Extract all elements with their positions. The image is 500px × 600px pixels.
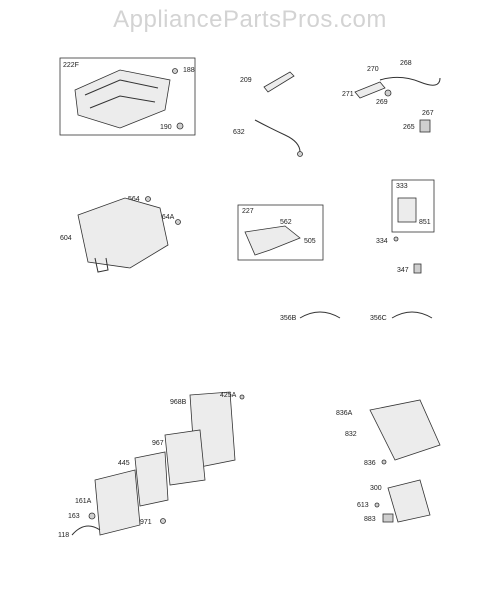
wire-632: [254, 119, 301, 153]
spring-209: [263, 71, 295, 93]
part-group-604: 564 564A 604: [60, 196, 181, 273]
callout-label-836[interactable]: 836: [364, 460, 376, 467]
callout-label-425A[interactable]: 425A: [220, 392, 237, 399]
callout-label-267[interactable]: 267: [422, 110, 434, 117]
gasket-967: [164, 429, 206, 486]
callout-box-222F: [59, 57, 196, 136]
part-group-300: 300 613 883: [357, 479, 431, 523]
callout-box-333: [391, 179, 435, 233]
part-group-356: 356B 356C: [280, 311, 433, 322]
bolt-188-icon: [172, 68, 178, 74]
callout-label-836A[interactable]: 836A: [336, 410, 353, 417]
callout-label-564[interactable]: 564: [128, 196, 140, 203]
callout-label-564A[interactable]: 564A: [158, 214, 175, 221]
shroud-604: [77, 197, 169, 269]
callout-label-347[interactable]: 347: [397, 267, 409, 274]
cylinder-head-832: [369, 399, 441, 461]
lead-356B: [299, 311, 341, 319]
callout-label-190[interactable]: 190: [160, 124, 172, 131]
callout-label-209[interactable]: 209: [240, 77, 252, 84]
bracket-227: [244, 225, 301, 256]
part-group-333: 333 851 334 347: [376, 179, 435, 274]
callout-label-300[interactable]: 300: [370, 485, 382, 492]
callout-label-562[interactable]: 562: [280, 219, 292, 226]
callout-label-227[interactable]: 227: [242, 208, 254, 215]
callout-label-613[interactable]: 613: [357, 502, 369, 509]
callout-label-163[interactable]: 163: [68, 513, 80, 520]
part-group-209-632: 209 632: [233, 71, 303, 157]
callout-label-632[interactable]: 632: [233, 129, 245, 136]
cable-268: [379, 76, 441, 86]
module-333: [397, 197, 417, 223]
callout-label-118[interactable]: 118: [58, 532, 69, 539]
callout-label-269[interactable]: 269: [376, 99, 388, 106]
callout-label-604[interactable]: 604: [60, 235, 72, 242]
callout-label-222F[interactable]: 222F: [63, 62, 79, 69]
callout-label-188[interactable]: 188: [183, 67, 195, 74]
callout-label-851[interactable]: 851: [419, 219, 431, 226]
callout-label-967[interactable]: 967: [152, 440, 164, 447]
muffler-300: [387, 479, 431, 523]
callout-label-271[interactable]: 271: [342, 91, 354, 98]
bracket-222F: [74, 69, 171, 129]
callout-label-445[interactable]: 445: [118, 460, 130, 467]
callout-label-333[interactable]: 333: [396, 183, 408, 190]
callout-label-968B[interactable]: 968B: [170, 399, 187, 406]
part-group-air-cleaner: 968B 425A 967 445 161A 163 118 971: [58, 391, 245, 539]
part-group-227: 227 562 505: [237, 204, 324, 261]
callout-label-161A[interactable]: 161A: [75, 498, 92, 505]
part-group-832: 836A 832 836: [336, 399, 441, 467]
callout-box-227: [237, 204, 324, 261]
hose-118: [71, 525, 101, 536]
callout-label-270[interactable]: 270: [367, 66, 379, 73]
callout-label-334[interactable]: 334: [376, 238, 388, 245]
callout-label-265[interactable]: 265: [403, 124, 415, 131]
callout-label-505[interactable]: 505: [304, 238, 316, 245]
callout-label-356B[interactable]: 356B: [280, 315, 297, 322]
callout-label-356C[interactable]: 356C: [370, 315, 387, 322]
watermark-text: AppliancePartsPros.com: [113, 6, 387, 33]
part-group-268-271: 270 268 271 269 267 265: [342, 60, 441, 133]
callout-label-268[interactable]: 268: [400, 60, 412, 67]
callout-label-883[interactable]: 883: [364, 516, 376, 523]
lever-271: [354, 81, 386, 99]
callout-label-971[interactable]: 971: [140, 519, 152, 526]
nut-190-icon: [176, 122, 184, 130]
filter-445: [134, 451, 169, 507]
part-group-222F: 222F 188 190: [59, 57, 196, 136]
lead-356C: [391, 311, 433, 319]
cover-161A: [94, 469, 141, 536]
callout-label-832[interactable]: 832: [345, 431, 357, 438]
clip-265: [419, 119, 431, 133]
